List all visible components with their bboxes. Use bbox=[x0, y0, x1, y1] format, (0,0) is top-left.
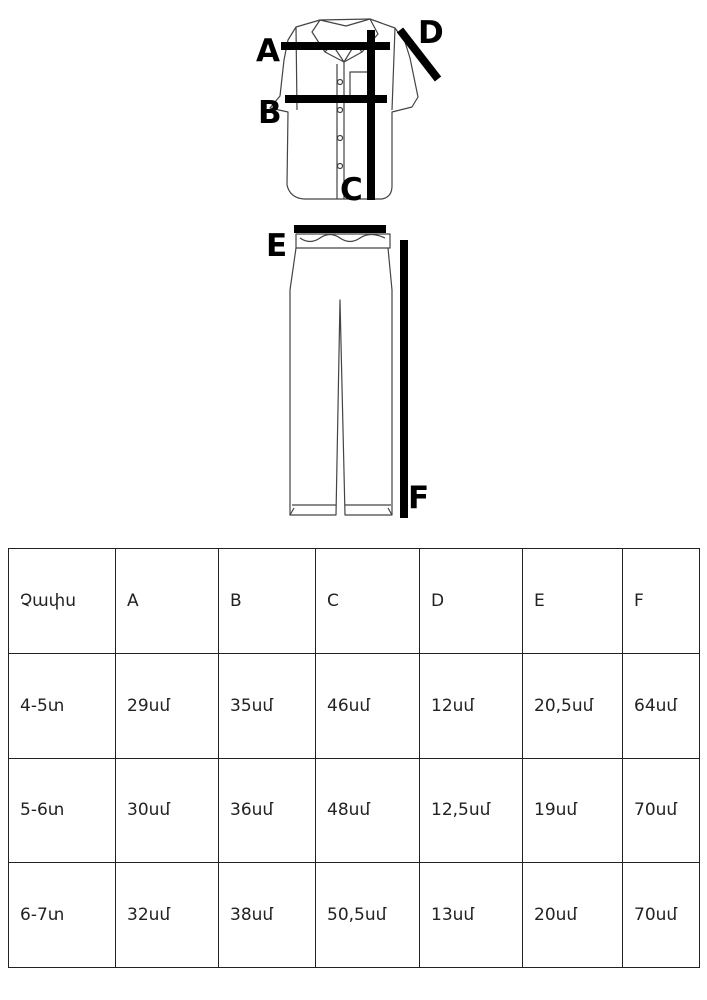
header-cell-size: Չափս bbox=[8, 548, 116, 654]
garment-measurement-diagram: A B C D E F bbox=[256, 15, 444, 518]
pants-illustration bbox=[289, 233, 393, 516]
table-cell: 70սմ bbox=[622, 862, 700, 968]
table-cell: 12սմ bbox=[419, 652, 523, 759]
size-chart-table: Չափս A B C D E F 4-5տ 29սմ 35սմ 46սմ 12ս… bbox=[8, 548, 700, 968]
measurement-label-a: A bbox=[256, 33, 280, 69]
table-row: 6-7տ 32սմ 38սմ 50,5սմ 13սմ 20սմ 70սմ bbox=[8, 862, 700, 968]
table-cell: 5-6տ bbox=[8, 757, 116, 864]
table-cell: 32սմ bbox=[115, 862, 219, 968]
table-cell: 12,5սմ bbox=[419, 757, 523, 864]
table-cell: 30սմ bbox=[115, 757, 219, 864]
table-header-row: Չափս A B C D E F bbox=[8, 548, 700, 654]
header-cell-d: D bbox=[419, 548, 523, 654]
measurement-label-c: C bbox=[340, 172, 363, 208]
table-cell: 35սմ bbox=[218, 652, 316, 759]
table-cell: 48սմ bbox=[315, 757, 420, 864]
measurement-lines bbox=[281, 27, 442, 518]
table-cell: 29սմ bbox=[115, 652, 219, 759]
shirt-illustration bbox=[269, 18, 419, 200]
table-cell: 19սմ bbox=[522, 757, 623, 864]
table-cell: 46սմ bbox=[315, 652, 420, 759]
table-cell: 36սմ bbox=[218, 757, 316, 864]
header-cell-c: C bbox=[315, 548, 420, 654]
measurement-label-f: F bbox=[408, 480, 429, 516]
header-cell-a: A bbox=[115, 548, 219, 654]
table-cell: 6-7տ bbox=[8, 862, 116, 968]
measurement-label-b: B bbox=[258, 95, 282, 131]
header-cell-e: E bbox=[522, 548, 623, 654]
measurement-label-d: D bbox=[418, 15, 444, 51]
table-cell: 4-5տ bbox=[8, 652, 116, 759]
table-cell: 20,5սմ bbox=[522, 652, 623, 759]
table-cell: 38սմ bbox=[218, 862, 316, 968]
table-cell: 50,5սմ bbox=[315, 862, 420, 968]
header-cell-f: F bbox=[622, 548, 700, 654]
header-cell-b: B bbox=[218, 548, 316, 654]
table-cell: 70սմ bbox=[622, 757, 700, 864]
table-row: 5-6տ 30սմ 36սմ 48սմ 12,5սմ 19սմ 70սմ bbox=[8, 757, 700, 864]
table-row: 4-5տ 29սմ 35սմ 46սմ 12սմ 20,5սմ 64սմ bbox=[8, 652, 700, 759]
measurement-label-e: E bbox=[266, 228, 287, 264]
table-cell: 13սմ bbox=[419, 862, 523, 968]
table-cell: 64սմ bbox=[622, 652, 700, 759]
table-cell: 20սմ bbox=[522, 862, 623, 968]
